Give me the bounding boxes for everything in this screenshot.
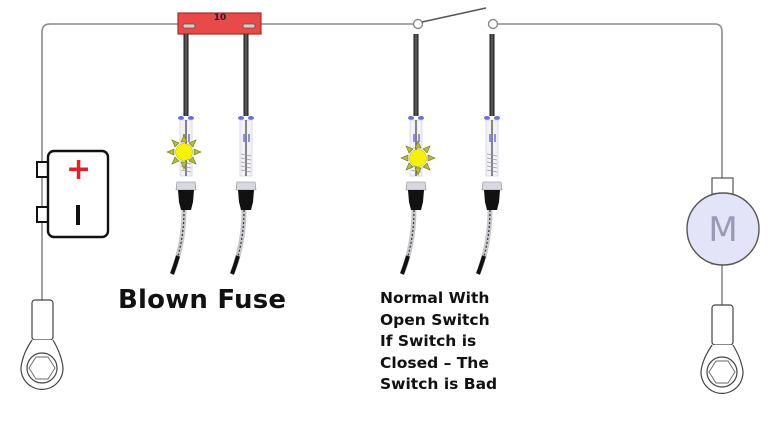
switch-caption-line: Closed – The bbox=[380, 353, 489, 372]
open-switch bbox=[412, 7, 499, 30]
switch-caption-line: Switch is Bad bbox=[380, 375, 498, 393]
blown-fuse-caption: Blown Fuse bbox=[118, 285, 287, 315]
lamp-lit-icon bbox=[166, 134, 202, 170]
ground-terminal-right bbox=[700, 304, 744, 394]
test-light-4 bbox=[478, 34, 502, 274]
fuse-rating: 10 bbox=[213, 13, 227, 23]
switch-caption-line: If Switch is bbox=[380, 332, 477, 350]
ground-terminal-left bbox=[20, 299, 64, 390]
switch-caption: Normal With Open Switch If Switch is Clo… bbox=[380, 288, 497, 396]
fuse bbox=[177, 12, 262, 35]
battery bbox=[36, 149, 110, 239]
motor bbox=[686, 177, 760, 266]
switch-caption-line: Open Switch bbox=[380, 310, 490, 329]
battery-positive-symbol: + bbox=[66, 152, 92, 187]
motor-symbol: M bbox=[708, 210, 738, 250]
switch-caption-line: Normal With bbox=[380, 289, 490, 307]
test-light-2 bbox=[232, 34, 256, 274]
circuit-wire bbox=[41, 23, 723, 178]
lamp-lit-icon bbox=[400, 140, 436, 176]
